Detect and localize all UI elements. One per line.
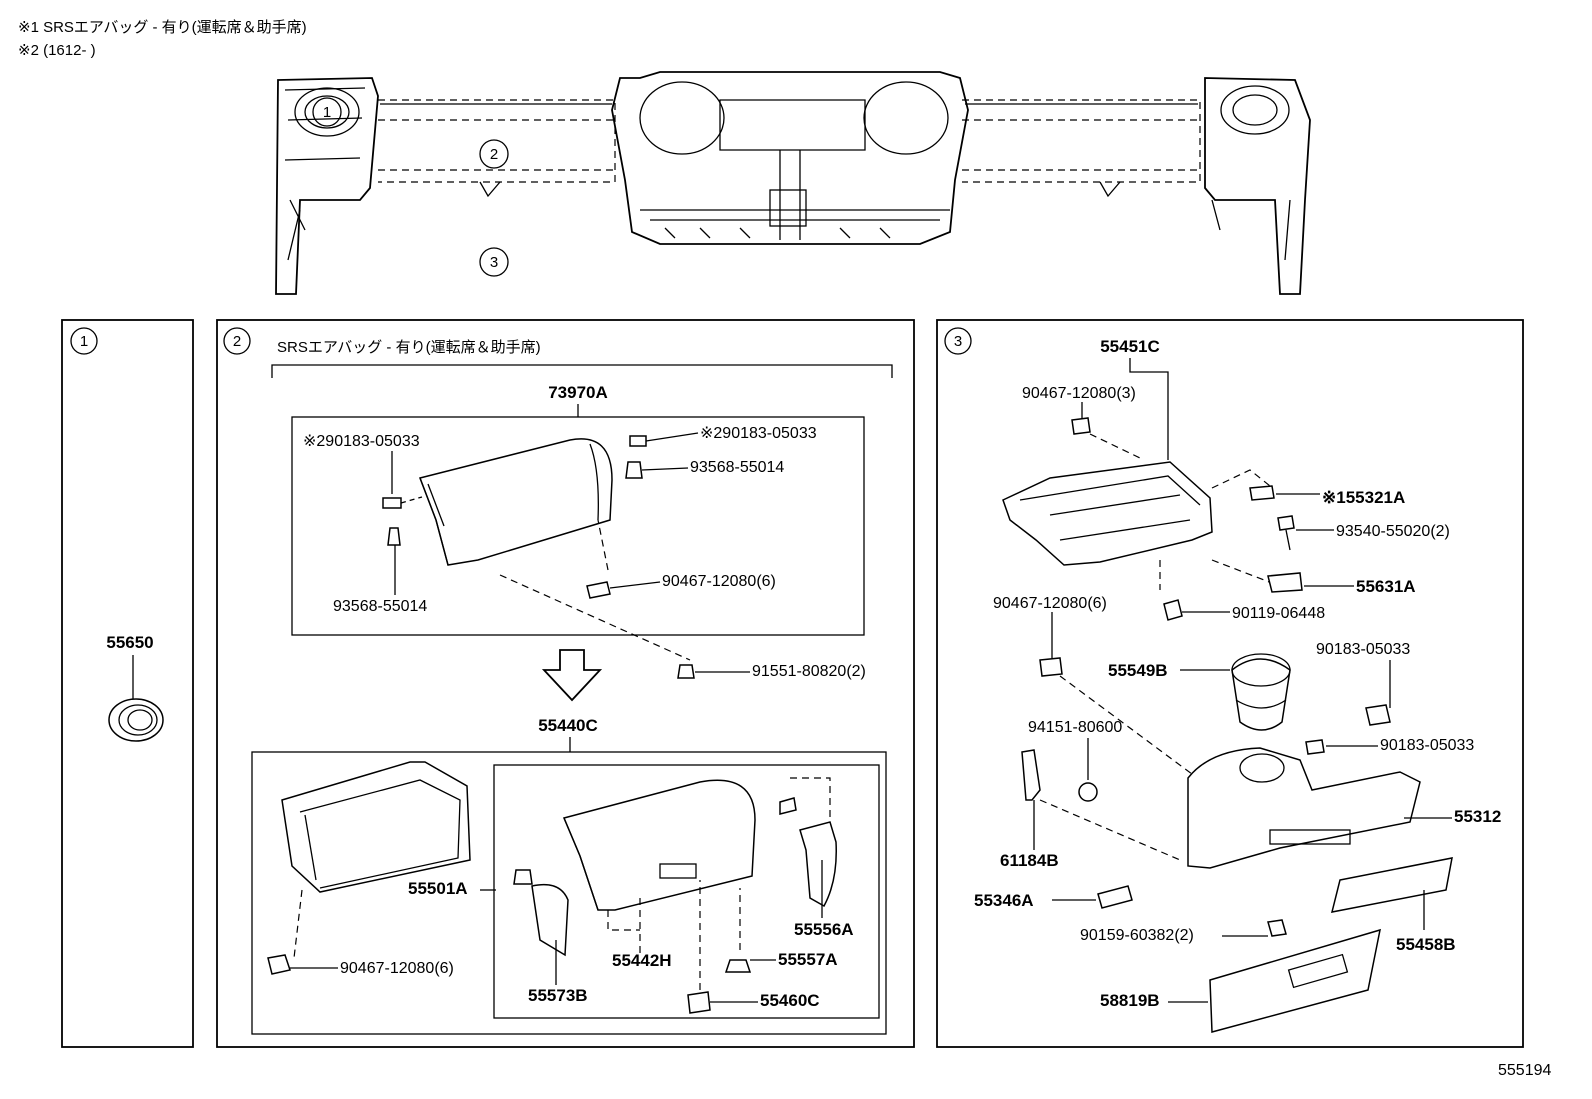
callout-3: 3 <box>479 247 509 277</box>
part-55460C: 55460C <box>760 991 820 1010</box>
airbag-module-part-icon <box>418 438 613 566</box>
part-58819B: 58819B <box>1100 991 1160 1010</box>
screw-icon-3 <box>1267 919 1287 937</box>
callout-1: 1 <box>312 97 342 127</box>
nut-icon <box>1078 782 1098 802</box>
note-srs-airbag: ※1 SRSエアバッグ - 有り(運転席＆助手席) <box>18 19 307 36</box>
part-90119-06448: 90119-06448 <box>1232 605 1325 622</box>
clip-icon-3 <box>267 954 291 975</box>
part-55557A: 55557A <box>778 950 838 969</box>
bolt-icon-3 <box>513 869 533 885</box>
damper-icon <box>799 821 837 908</box>
part-93568-55014-left: 93568-55014 <box>333 598 427 615</box>
part-90159-60382-2: 90159-60382(2) <box>1080 927 1194 944</box>
lower-bracket-part-icon <box>1002 461 1213 566</box>
air-vent-part-icon <box>108 698 164 742</box>
pin-icon <box>1097 885 1133 909</box>
part-55440C: 55440C <box>538 716 598 735</box>
part-55573B: 55573B <box>528 986 588 1005</box>
part-55556A: 55556A <box>794 920 854 939</box>
bolt-icon <box>387 527 401 546</box>
part-73970A: 73970A <box>548 383 608 402</box>
cover-icon <box>1330 857 1453 913</box>
nut-clip-icon <box>629 435 647 447</box>
glovebox-door-part-icon <box>562 779 756 911</box>
clip-icon-7 <box>1039 657 1063 677</box>
panel-3: 3 55451C 90467-12080(3) ※155321A 93540-5… <box>936 319 1524 1048</box>
down-arrow-icon <box>541 649 603 702</box>
part-55451C: 55451C <box>1100 337 1160 356</box>
instrument-panel-reinforcement-overview <box>275 71 1311 295</box>
panel-1-marker: 1 <box>80 333 88 350</box>
part-94151-80600: 94151-80600 <box>1028 719 1122 736</box>
panel-2-marker: 2 <box>233 333 241 350</box>
bumper-icon <box>724 959 752 973</box>
clip-icon-4 <box>1071 417 1091 435</box>
part-61184B: 61184B <box>1000 851 1059 870</box>
part-90183-05033-a: 90183-05033 <box>1316 641 1410 658</box>
part-90183-05033-right: ※290183-05033 <box>700 425 817 442</box>
part-90467-12080-6: 90467-12080(6) <box>662 573 776 590</box>
bolt-icon-2 <box>625 461 643 479</box>
panel-2: 2 SRSエアバッグ - 有り(運転席＆助手席) 73970A ※290183-… <box>216 319 915 1048</box>
svg-text:3: 3 <box>490 254 498 271</box>
clip-icon-2 <box>586 581 611 599</box>
clip-icon-6 <box>1267 572 1303 593</box>
part-90183-05033-b: 90183-05033 <box>1380 737 1474 754</box>
part-90467-12080-6b: 90467-12080(6) <box>340 960 454 977</box>
part-93568-55014-right: 93568-55014 <box>690 459 784 476</box>
bolt-icon-4 <box>779 797 797 815</box>
panel-1: 1 55650 <box>61 319 194 1048</box>
clip-icon-5 <box>1249 485 1275 501</box>
note-date-range: ※2 (1612- ) <box>18 42 96 59</box>
bracket-icon <box>1021 749 1041 801</box>
clip-icon-8 <box>1365 704 1391 726</box>
svg-text:2: 2 <box>490 146 498 163</box>
part-55650: 55650 <box>106 633 153 652</box>
latch-icon <box>687 991 711 1014</box>
part-90467-12080-3: 90467-12080(3) <box>1022 385 1136 402</box>
part-93540-55020-2: 93540-55020(2) <box>1336 523 1450 540</box>
glovebox-housing-part-icon <box>281 761 471 893</box>
lower-finish-panel-part-icon <box>1187 747 1421 869</box>
part-90467-12080-6-p3: 90467-12080(6) <box>993 595 1107 612</box>
part-55458B: 55458B <box>1396 935 1456 954</box>
part-55549B: 55549B <box>1108 661 1168 680</box>
part-91551-80820-2: 91551-80820(2) <box>752 663 866 680</box>
part-55631A: 55631A <box>1356 577 1416 596</box>
screw-icon <box>677 664 695 679</box>
part-55501A: 55501A <box>408 879 468 898</box>
part-55346A: 55346A <box>974 891 1034 910</box>
bolt-icon-5 <box>1163 599 1183 621</box>
screw-icon-2 <box>1277 515 1295 531</box>
condition-label: SRSエアバッグ - 有り(運転席＆助手席) <box>277 339 541 356</box>
part-55442H: 55442H <box>612 951 672 970</box>
part-55321A: ※155321A <box>1322 488 1405 507</box>
part-55312: 55312 <box>1454 807 1501 826</box>
part-90183-05033-left: ※290183-05033 <box>303 433 420 450</box>
console-panel-part-icon <box>1209 928 1381 1033</box>
clip-icon-9 <box>1305 739 1325 755</box>
clip-icon <box>382 497 402 509</box>
svg-text:1: 1 <box>323 104 331 121</box>
callout-2: 2 <box>479 139 509 169</box>
diagram-id: 555194 <box>1498 1062 1551 1079</box>
panel-3-marker: 3 <box>954 333 962 350</box>
hinge-bracket-icon <box>531 883 569 957</box>
cup-holder-part-icon <box>1231 653 1291 731</box>
